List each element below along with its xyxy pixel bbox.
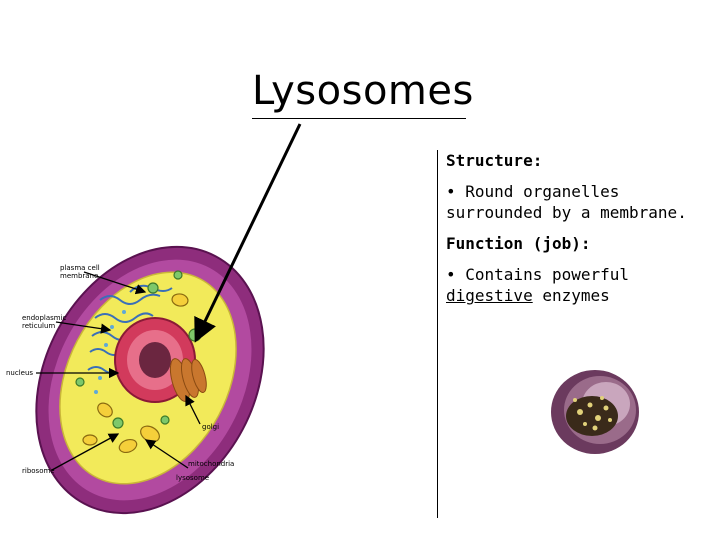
label-plasma-membrane: plasma cell membrane	[60, 264, 100, 280]
function-underlined: digestive	[446, 286, 533, 305]
slide-title: Lysosomes	[252, 68, 474, 114]
column-divider	[437, 150, 438, 518]
structure-heading: Structure:	[446, 151, 543, 170]
mitochondria	[82, 293, 189, 454]
label-mitochondria: mitochondria	[188, 460, 235, 468]
function-body: • Contains powerful digestive enzymes	[446, 264, 696, 306]
label-lysosome: lysosome	[176, 474, 210, 482]
label-ribosome: ribosome	[22, 467, 55, 475]
title-underline	[252, 118, 466, 119]
title-pointer-line	[194, 123, 302, 343]
structure-body: • Round organelles surrounded by a membr…	[446, 182, 687, 222]
label-endoplasmic-reticulum: endoplasmic reticulum	[22, 314, 67, 330]
golgi-apparatus	[169, 358, 207, 402]
function-suffix: enzymes	[532, 286, 610, 305]
function-prefix: • Contains powerful	[446, 265, 630, 284]
label-nucleus: nucleus	[6, 369, 34, 377]
nucleolus	[139, 342, 171, 378]
label-pointers	[36, 271, 201, 471]
label-golgi: golgi	[202, 423, 220, 431]
function-heading: Function (job):	[446, 234, 591, 253]
lysosome-photo	[551, 370, 639, 454]
info-textbox: Structure: • Round organelles surrounded…	[446, 150, 696, 316]
